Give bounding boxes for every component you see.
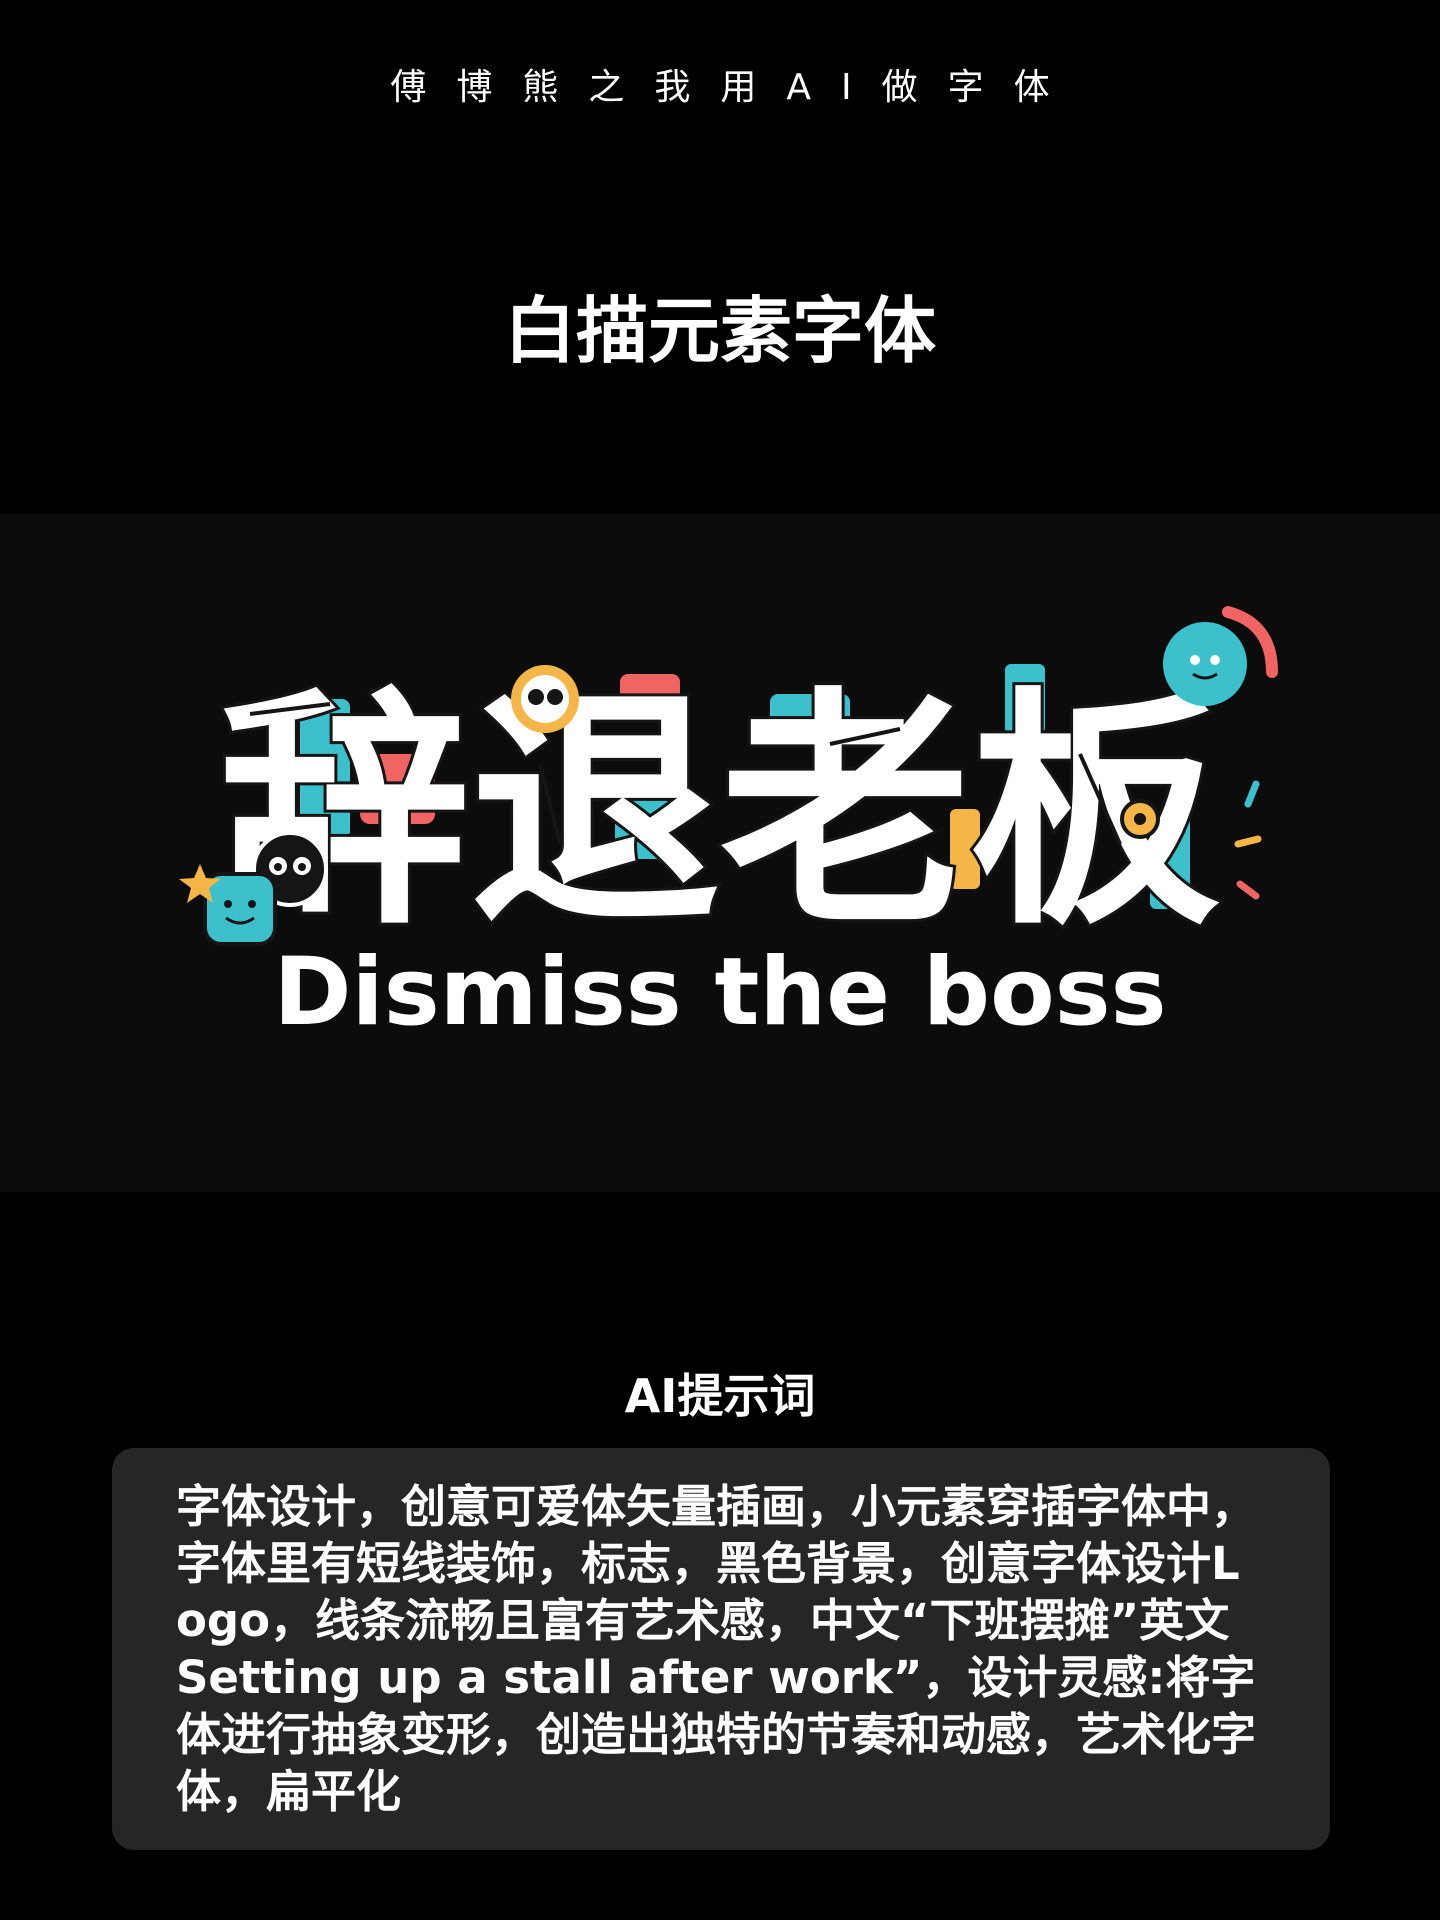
teal-smiley-circle-icon — [1163, 606, 1278, 706]
series-title: 傅博熊之我用AI做字体 — [390, 67, 1080, 108]
artwork-english-text: Dismiss the boss — [273, 938, 1166, 1047]
artwork-illustration: 辞退老板 — [179, 606, 1278, 1047]
accent-block-teal-2 — [615, 799, 670, 859]
teal-smiley-square-icon — [203, 872, 277, 946]
accent-bar-teal-3 — [1005, 664, 1045, 734]
artwork-banner: 辞退老板 — [0, 514, 1440, 1192]
artwork-chinese-text: 辞退老板 — [220, 667, 1220, 958]
accent-bar-yellow — [950, 809, 980, 889]
star-icon — [179, 864, 221, 903]
accent-ruler-teal — [770, 694, 850, 728]
prompt-card: 字体设计，创意可爱体矢量插画，小元素穿插字体中，字体里有短线装饰，标志，黑色背景… — [112, 1448, 1330, 1850]
page-title: 白描元素字体 — [503, 289, 936, 373]
letter-line-details — [249, 702, 1122, 845]
yellow-dot-icon — [1120, 799, 1160, 839]
accent-block-coral — [360, 754, 435, 824]
prompt-text: 字体设计，创意可爱体矢量插画，小元素穿插字体中，字体里有短线装饰，标志，黑色背景… — [176, 1480, 1257, 1818]
accent-block-coral-2 — [620, 674, 680, 714]
accent-bar-teal — [300, 699, 350, 839]
prompt-section-title: AI提示词 — [624, 1369, 816, 1423]
speech-bubble-icon — [511, 665, 579, 733]
sparkle-lines-icon — [1234, 780, 1262, 900]
accent-bar-teal-4 — [1150, 814, 1190, 909]
